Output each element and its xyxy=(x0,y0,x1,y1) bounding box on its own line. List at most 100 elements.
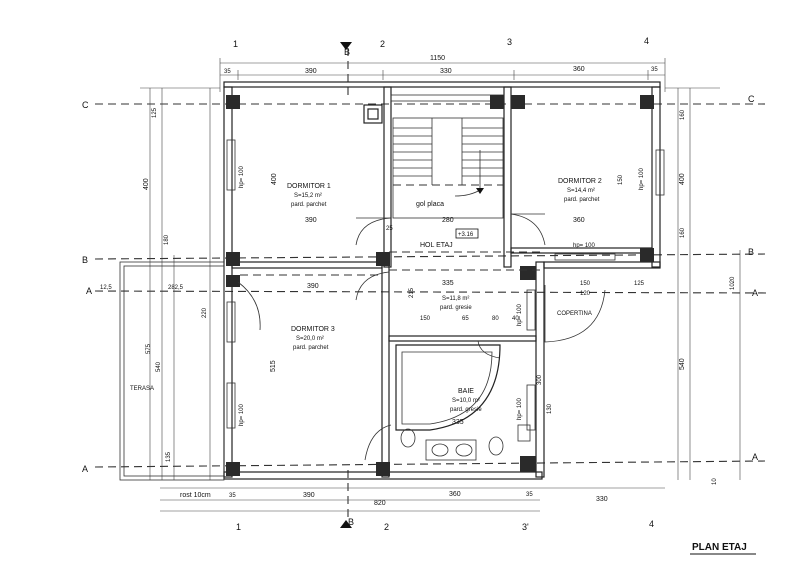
dim-int-5: 150 xyxy=(420,316,431,322)
axis-top-2: 2 xyxy=(380,39,385,49)
axis-left-b: B xyxy=(82,255,88,265)
dormitor1-name: DORMITOR 1 xyxy=(287,183,331,190)
dim-int-19: 335 xyxy=(452,419,464,426)
hol-name: HOL ETAJ xyxy=(420,242,453,249)
dim-int-4: 390 xyxy=(307,283,319,290)
dim-int-6: 65 xyxy=(462,316,469,322)
dim-right-4: 540 xyxy=(679,358,686,370)
dim-int-14: 515 xyxy=(270,360,277,372)
dim-bottom-2: 360 xyxy=(449,491,461,498)
dormitor1-area: S=15,2 m² xyxy=(294,193,322,199)
axis-top-3: 3 xyxy=(507,37,512,47)
dim-int-16: 150 xyxy=(618,174,624,185)
dim-bottom-1: 390 xyxy=(303,492,315,499)
dim-left-1: 400 xyxy=(143,178,150,190)
axis-top-4: 4 xyxy=(644,36,649,46)
dormitor2-floor: pard. parchet xyxy=(564,197,600,203)
plan-title: PLAN ETAJ xyxy=(692,542,747,553)
baie-area: S=10,0 m² xyxy=(452,398,480,404)
staircase: gol placa xyxy=(392,117,504,219)
dim-right-5: 10 xyxy=(712,478,718,485)
dormitor3-floor: pard. parchet xyxy=(293,345,329,351)
dormitor2-name: DORMITOR 2 xyxy=(558,178,602,185)
dim-int-15: 400 xyxy=(271,173,278,185)
copertina-label: COPERTINA xyxy=(557,311,592,317)
dim-top-total: 1150 xyxy=(430,55,445,62)
dim-int-10: 120 xyxy=(580,291,591,297)
dim-right-0: 160 xyxy=(680,109,686,120)
dim-top-4: 35 xyxy=(651,67,658,73)
dim-bottom-total: 820 xyxy=(374,500,386,507)
dim-top-1: 390 xyxy=(305,68,317,75)
dim-bottom-0: 35 xyxy=(229,493,236,499)
dim-int-17: 300 xyxy=(537,374,543,385)
hall-dashes xyxy=(240,251,540,276)
dim-top-3: 360 xyxy=(573,66,585,73)
hp-window-3: hp= 100 xyxy=(573,243,596,249)
dim-bottom-4: 330 xyxy=(596,496,608,503)
dim-int-7: 80 xyxy=(492,316,499,322)
dormitor3-area: S=20,0 m² xyxy=(296,336,324,342)
axis-left-c: C xyxy=(82,100,89,110)
axis-right-a1: A xyxy=(752,288,758,298)
doors xyxy=(237,213,606,461)
hp-window-6: hp= 100 xyxy=(517,397,523,420)
section-arrow-top xyxy=(340,42,352,50)
dim-bottom-3: 35 xyxy=(526,492,533,498)
section-bottom-label: B xyxy=(348,517,354,527)
axis-right-b: B xyxy=(748,247,754,257)
axis-bottom-1: 1 xyxy=(236,522,241,532)
dim-right-1: 400 xyxy=(679,173,686,185)
dim-left-5: 575 xyxy=(146,343,152,354)
hp-window-2: hp= 100 xyxy=(639,167,645,190)
dimension-lines xyxy=(140,58,741,512)
dim-int-11: 125 xyxy=(634,281,645,287)
section-arrow-bottom xyxy=(340,520,352,528)
dim-int-13: 215 xyxy=(409,287,415,298)
dormitor3-name: DORMITOR 3 xyxy=(291,326,335,333)
baie-floor: pard. gresie xyxy=(450,407,482,413)
dim-left-6: 540 xyxy=(156,361,162,372)
bathroom-fixtures xyxy=(395,344,531,461)
rost-label: rost 10cm xyxy=(180,492,211,499)
dim-right-2: 160 xyxy=(680,227,686,238)
axis-bottom-2: 2 xyxy=(384,522,389,532)
dim-right-3: 1020 xyxy=(730,276,736,290)
hol-floor: pard. gresie xyxy=(440,305,472,311)
dim-int-20: 220 xyxy=(202,307,208,318)
dim-left-7: 135 xyxy=(166,451,172,462)
terasa-label: TERASA xyxy=(130,386,154,392)
dormitor1-floor: pard. parchet xyxy=(291,202,327,208)
dim-left-2: 180 xyxy=(164,234,170,245)
axis-bottom-4: 4 xyxy=(649,519,654,529)
interior-dimensions: 390 280 360 335 390 150 65 80 40 150 120… xyxy=(202,165,645,426)
room-labels: DORMITOR 1 S=15,2 m² pard. parchet DORMI… xyxy=(130,178,602,413)
hp-window-4: hp= 100 xyxy=(239,403,245,426)
baie-name: BAIE xyxy=(458,388,474,395)
dormitor2-area: S=14,4 m² xyxy=(567,188,595,194)
dim-int-18: 130 xyxy=(547,403,553,414)
dim-int-8: 40 xyxy=(512,316,519,322)
hp-window-5: hp= 100 xyxy=(517,303,523,326)
dimension-texts: 1150 35 390 330 360 35 820 35 390 360 35… xyxy=(100,55,736,507)
level-marker xyxy=(455,228,479,239)
dim-int-3: 335 xyxy=(442,280,454,287)
hol-area: S=11,8 m² xyxy=(442,296,469,302)
axis-top-1: 1 xyxy=(233,39,238,49)
section-top-label: B xyxy=(344,47,350,57)
dim-int-12: 25 xyxy=(386,226,393,232)
gol-placa-label: gol placa xyxy=(416,201,444,208)
dim-top-0: 35 xyxy=(224,69,231,75)
dim-int-0: 390 xyxy=(305,217,317,224)
dim-int-2: 360 xyxy=(573,217,585,224)
axis-labels: 1 2 3 4 1 2 3' 4 C B A A C B A A B B xyxy=(82,36,758,532)
level-label: +3.16 xyxy=(458,232,474,238)
dim-int-1: 280 xyxy=(442,217,454,224)
axis-bottom-3: 3' xyxy=(522,522,529,532)
hp-window-1: hp= 100 xyxy=(239,165,245,188)
dim-left-0: 125 xyxy=(152,107,158,118)
axis-lines xyxy=(94,48,771,520)
dim-top-2: 330 xyxy=(440,68,452,75)
axis-left-a1: A xyxy=(86,286,92,296)
axis-right-c: C xyxy=(748,94,755,104)
